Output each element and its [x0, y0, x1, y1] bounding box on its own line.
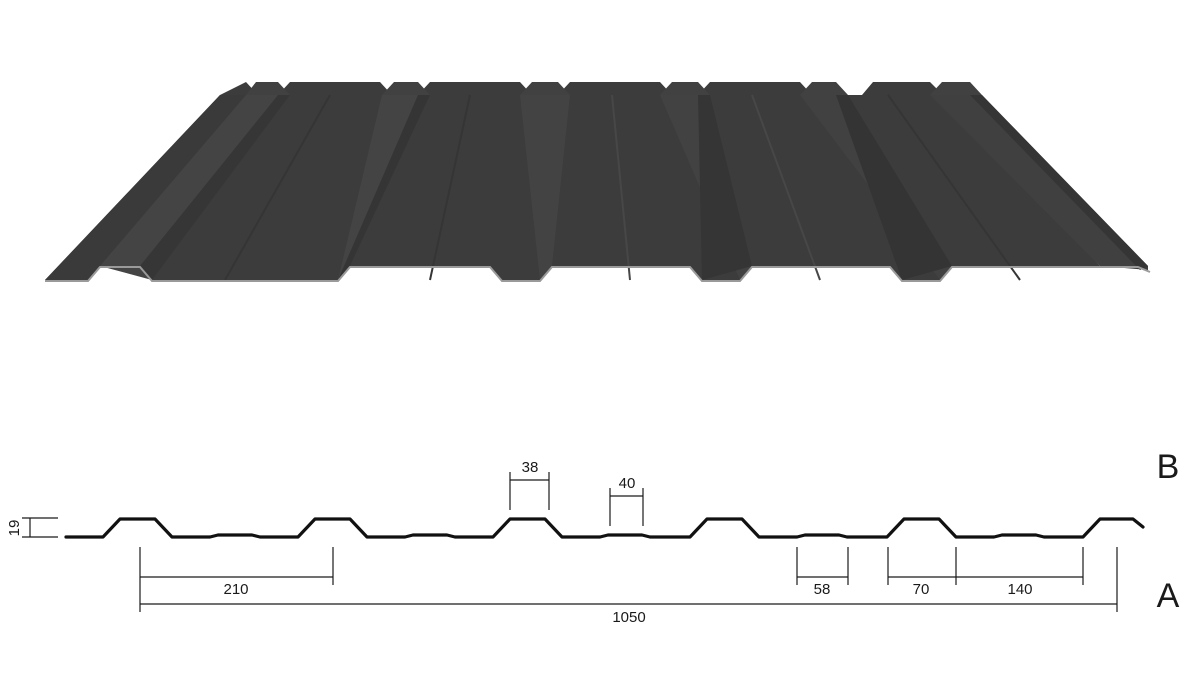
rib-top-3 [520, 82, 570, 95]
rib-top-1 [246, 82, 290, 95]
rib-top-4 [660, 82, 710, 95]
rib-top-2 [382, 82, 430, 95]
sheet-3d-render [45, 82, 1151, 282]
profile-line [64, 517, 1145, 539]
view-label-a: A [1157, 577, 1180, 615]
cross-section-profile [64, 517, 1145, 539]
dim-rib-top-width: 38 [522, 459, 539, 476]
dim-stiffener-width: 40 [619, 475, 636, 492]
view-label-b: B [1157, 448, 1180, 486]
sheet-bottom-edge [45, 266, 1151, 282]
dim-pan-flat: 58 [814, 581, 831, 598]
rib-band-6 [930, 95, 1148, 266]
dimension-lines [22, 472, 1118, 612]
dim-rib-height: 19 [6, 520, 23, 537]
rib-top-5 [800, 82, 848, 95]
rib-top-6 [930, 82, 982, 95]
dim-effective-width: 1050 [612, 609, 645, 626]
dim-rib-base: 70 [913, 581, 930, 598]
dim-pan-width: 140 [1007, 581, 1032, 598]
sheet-body [45, 82, 1148, 280]
dim-pitch: 210 [223, 581, 248, 598]
rib-band-3 [520, 95, 570, 280]
